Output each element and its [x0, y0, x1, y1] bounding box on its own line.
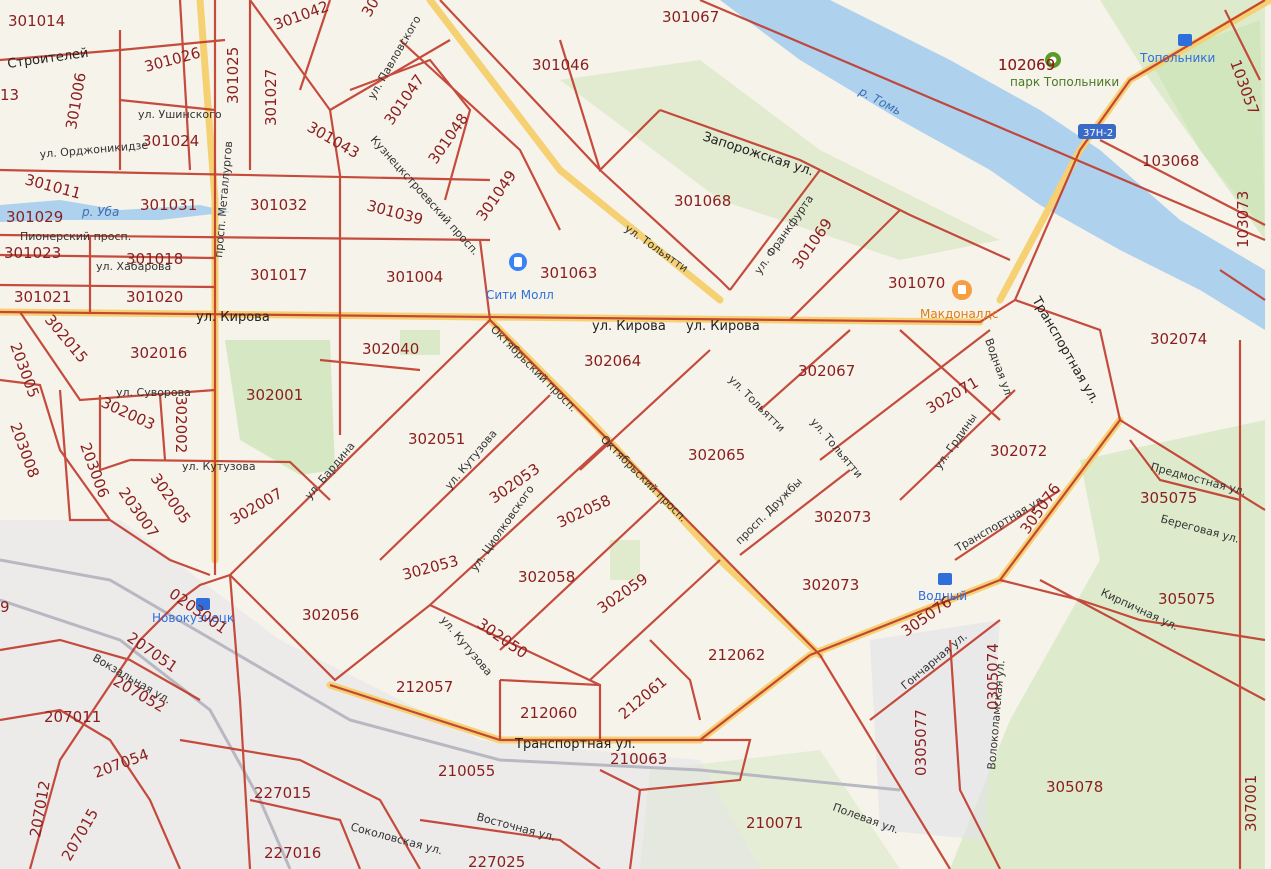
street-label: ул. Хабарова	[96, 260, 171, 273]
block-number-label: 301023	[4, 244, 61, 262]
block-number-label: 13	[0, 86, 19, 104]
river-tom	[720, 0, 1265, 330]
block-number-label: 302073	[802, 576, 859, 594]
block-number-label: 103073	[1234, 191, 1252, 248]
block-number-label: 302051	[408, 430, 465, 448]
block-number-label: 301024	[142, 132, 199, 150]
block-number-label: 0305077	[912, 709, 930, 776]
block-number-label: 301025	[224, 47, 242, 104]
street-label: Транспортная ул.	[514, 737, 636, 752]
block-number-label: 305075	[1158, 590, 1215, 608]
block-number-label: 302016	[130, 344, 187, 362]
block-number-label: 302002	[172, 396, 190, 453]
block-number-label: 305075	[1140, 489, 1197, 507]
block-number-label: 302067	[798, 362, 855, 380]
block-number-label: 103068	[1142, 152, 1199, 170]
street-label: ул. Кутузова	[182, 460, 256, 473]
street-label: ул. Кирова	[592, 319, 666, 334]
block-number-label: 102069	[998, 56, 1055, 74]
park-name-label: парк Топольники	[1010, 75, 1119, 89]
block-number-label: 0305074	[984, 643, 1002, 710]
street-label: ул. Кирова	[686, 319, 760, 334]
block-number-label: 212060	[520, 704, 577, 722]
street-label: ул. Кирова	[196, 310, 270, 325]
block-number-label: 210071	[746, 814, 803, 832]
road-badge-label: 37Н-2	[1083, 128, 1113, 139]
poi-markers[interactable]	[196, 34, 1192, 610]
gray-areas	[0, 520, 1000, 869]
train-station-icon[interactable]	[196, 598, 210, 610]
block-number-label: 301004	[386, 268, 443, 286]
railway	[0, 558, 901, 869]
burger-icon	[958, 285, 966, 294]
stop-vodny-label: Водный	[918, 589, 967, 603]
block-number-label: 301021	[14, 288, 71, 306]
river-uba	[0, 200, 230, 222]
block-number-label: 227025	[468, 853, 525, 869]
road-badge	[1078, 124, 1116, 139]
block-number-label: 301031	[140, 196, 197, 214]
street-label: ул. Суворова	[116, 386, 191, 399]
block-number-label: 301032	[250, 196, 307, 214]
river-uba-label: р. Уба	[81, 205, 119, 219]
block-number-label: 301018	[126, 250, 183, 268]
street-label: Пионерский просп.	[20, 230, 131, 243]
block-number-label: 301067	[662, 8, 719, 26]
block-number-label: 210055	[438, 762, 495, 780]
block-number-label: 301020	[126, 288, 183, 306]
station-novokuznetsk-label: Новокузнецк	[152, 611, 234, 625]
block-number-label: 302040	[362, 340, 419, 358]
stop-topolniki-label: Топольники	[1139, 51, 1215, 65]
street-label: ул. Ушинского	[138, 108, 222, 121]
block-number-label: 301046	[532, 56, 589, 74]
block-number-label: 301017	[250, 266, 307, 284]
block-number-label: 301027	[262, 69, 280, 126]
city-mall-label: Сити Молл	[486, 288, 554, 302]
mcdonalds-label: Макдоналдс	[920, 307, 998, 321]
park-block-number: 102069	[998, 56, 1055, 74]
block-number-label: 301029	[6, 208, 63, 226]
block-number-label: 227015	[254, 784, 311, 802]
block-number-label: 301068	[674, 192, 731, 210]
bus-stop-topolniki-icon[interactable]	[1178, 34, 1192, 46]
bag-icon	[514, 257, 522, 267]
block-number-label: 302001	[246, 386, 303, 404]
block-number-label: 212062	[708, 646, 765, 664]
bus-stop-vodny-icon[interactable]	[938, 573, 952, 585]
block-number-label: 9	[0, 598, 10, 616]
block-number-label: 302065	[688, 446, 745, 464]
block-number-label: 207011	[44, 708, 101, 726]
block-number-label: 301070	[888, 274, 945, 292]
block-number-label: 227016	[264, 844, 321, 862]
tree-icon	[1049, 56, 1057, 64]
block-number-label: 302058	[518, 568, 575, 586]
block-number-label: 307001	[1242, 775, 1260, 832]
block-number-label: 210063	[610, 750, 667, 768]
block-number-label: 302073	[814, 508, 871, 526]
block-number-label: 305078	[1046, 778, 1103, 796]
block-number-label: 212057	[396, 678, 453, 696]
block-number-label: 302074	[1150, 330, 1207, 348]
rivers	[0, 0, 1265, 330]
block-number-label: 302064	[584, 352, 641, 370]
block-number-label: 301014	[8, 12, 65, 30]
block-number-label: 301063	[540, 264, 597, 282]
block-number-label: 302056	[302, 606, 359, 624]
block-number-label: 302072	[990, 442, 1047, 460]
